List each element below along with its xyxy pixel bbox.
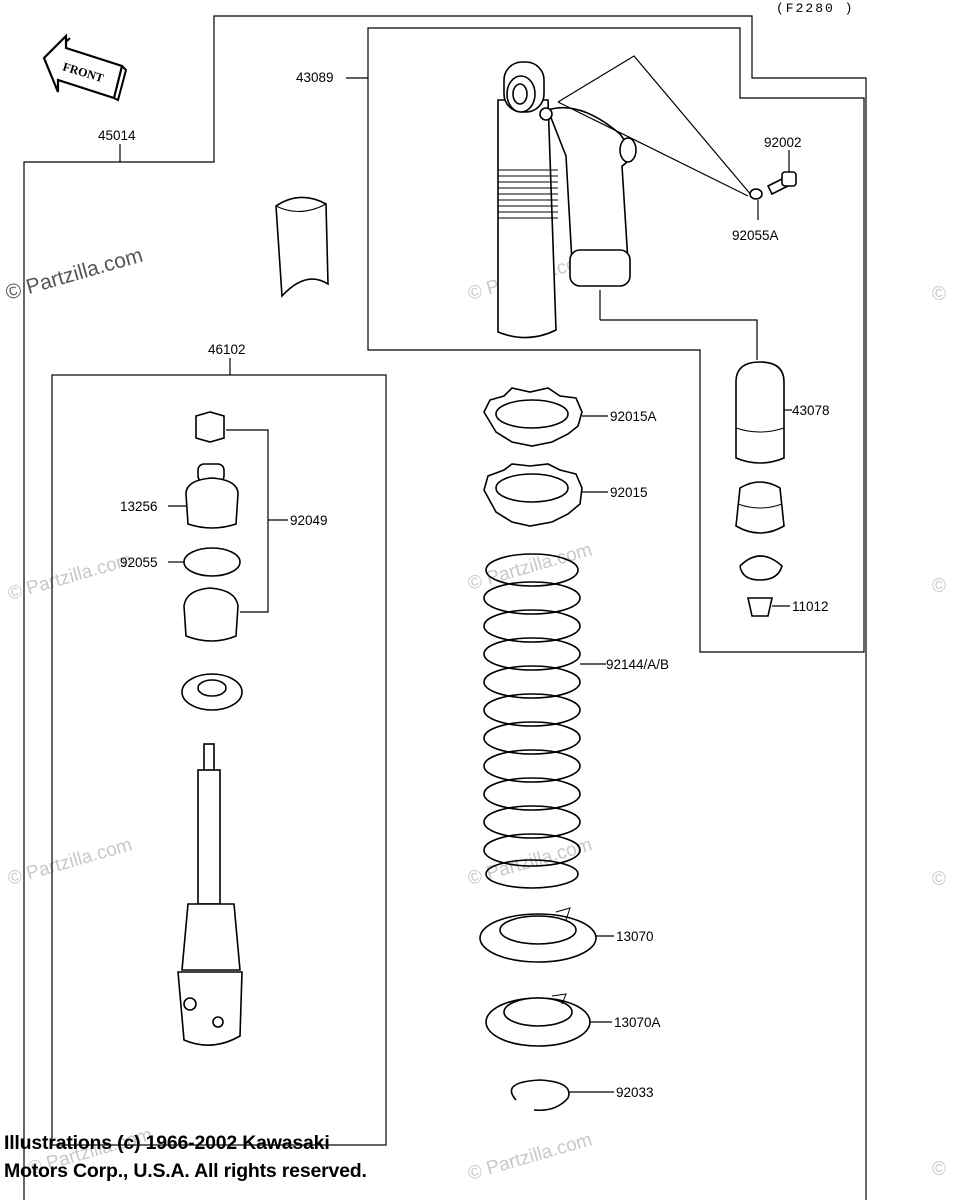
label-92049: 92049 [290,513,328,528]
label-45014: 45014 [98,128,136,143]
label-46102: 46102 [208,342,246,357]
label-43078: 43078 [792,403,830,418]
watermark: © Partzilla.com [466,1129,595,1184]
watermark-symbol: © [932,576,946,597]
credit-line-2: Motors Corp., U.S.A. All rights reserved… [4,1160,367,1182]
washer-92055 [183,547,241,577]
spring-seat-92015A [483,387,583,447]
front-arrow: FRONT [42,33,128,102]
label-92055A: 92055A [732,228,779,243]
label-13070: 13070 [616,929,654,944]
bushing-lower [183,587,239,642]
watermark-symbol: © [932,284,946,305]
washer-92055A [749,188,763,200]
label-13070A: 13070A [614,1015,661,1030]
spring-guide-13070 [479,907,597,963]
watermark: © Partzilla.com [6,834,135,889]
bump-stop [735,481,785,534]
assembly-outline-45014 [23,15,867,1200]
shock-rod [177,743,243,1046]
shock-cover [275,196,329,298]
label-13256: 13256 [120,499,158,514]
spring-seat-92015 [483,463,583,527]
spring-guide-13070A [485,993,591,1047]
coil-spring-92144 [483,553,581,889]
label-11012: 11012 [792,599,829,614]
watermark-symbol: © [932,869,946,890]
bushing-13256 [185,463,239,529]
circlip-92033 [510,1079,570,1112]
label-43089: 43089 [296,70,334,85]
label-92015: 92015 [610,485,648,500]
box-43089 [367,27,865,653]
watermark: © Partzilla.com [6,549,135,604]
label-92002: 92002 [764,135,802,150]
shock-body [497,61,637,339]
label-92055: 92055 [120,555,158,570]
watermarks: © Partzilla.com © Partzilla.com © Partzi… [3,244,946,1185]
collar [181,673,243,711]
credit-line-1: Illustrations (c) 1966-2002 Kawasaki [4,1132,330,1154]
figure-code: (F2280 ) [776,1,854,16]
valve-11012 [747,597,773,617]
label-92015A: 92015A [610,409,657,424]
ring-clip [739,555,783,581]
label-92144: 92144/A/B [606,657,669,672]
reservoir-cap-43078 [735,361,785,464]
label-92033: 92033 [616,1085,654,1100]
watermark-symbol: © [932,1159,946,1180]
bolt-92002 [766,171,797,196]
nut [195,411,225,443]
box-46102 [51,374,387,1146]
